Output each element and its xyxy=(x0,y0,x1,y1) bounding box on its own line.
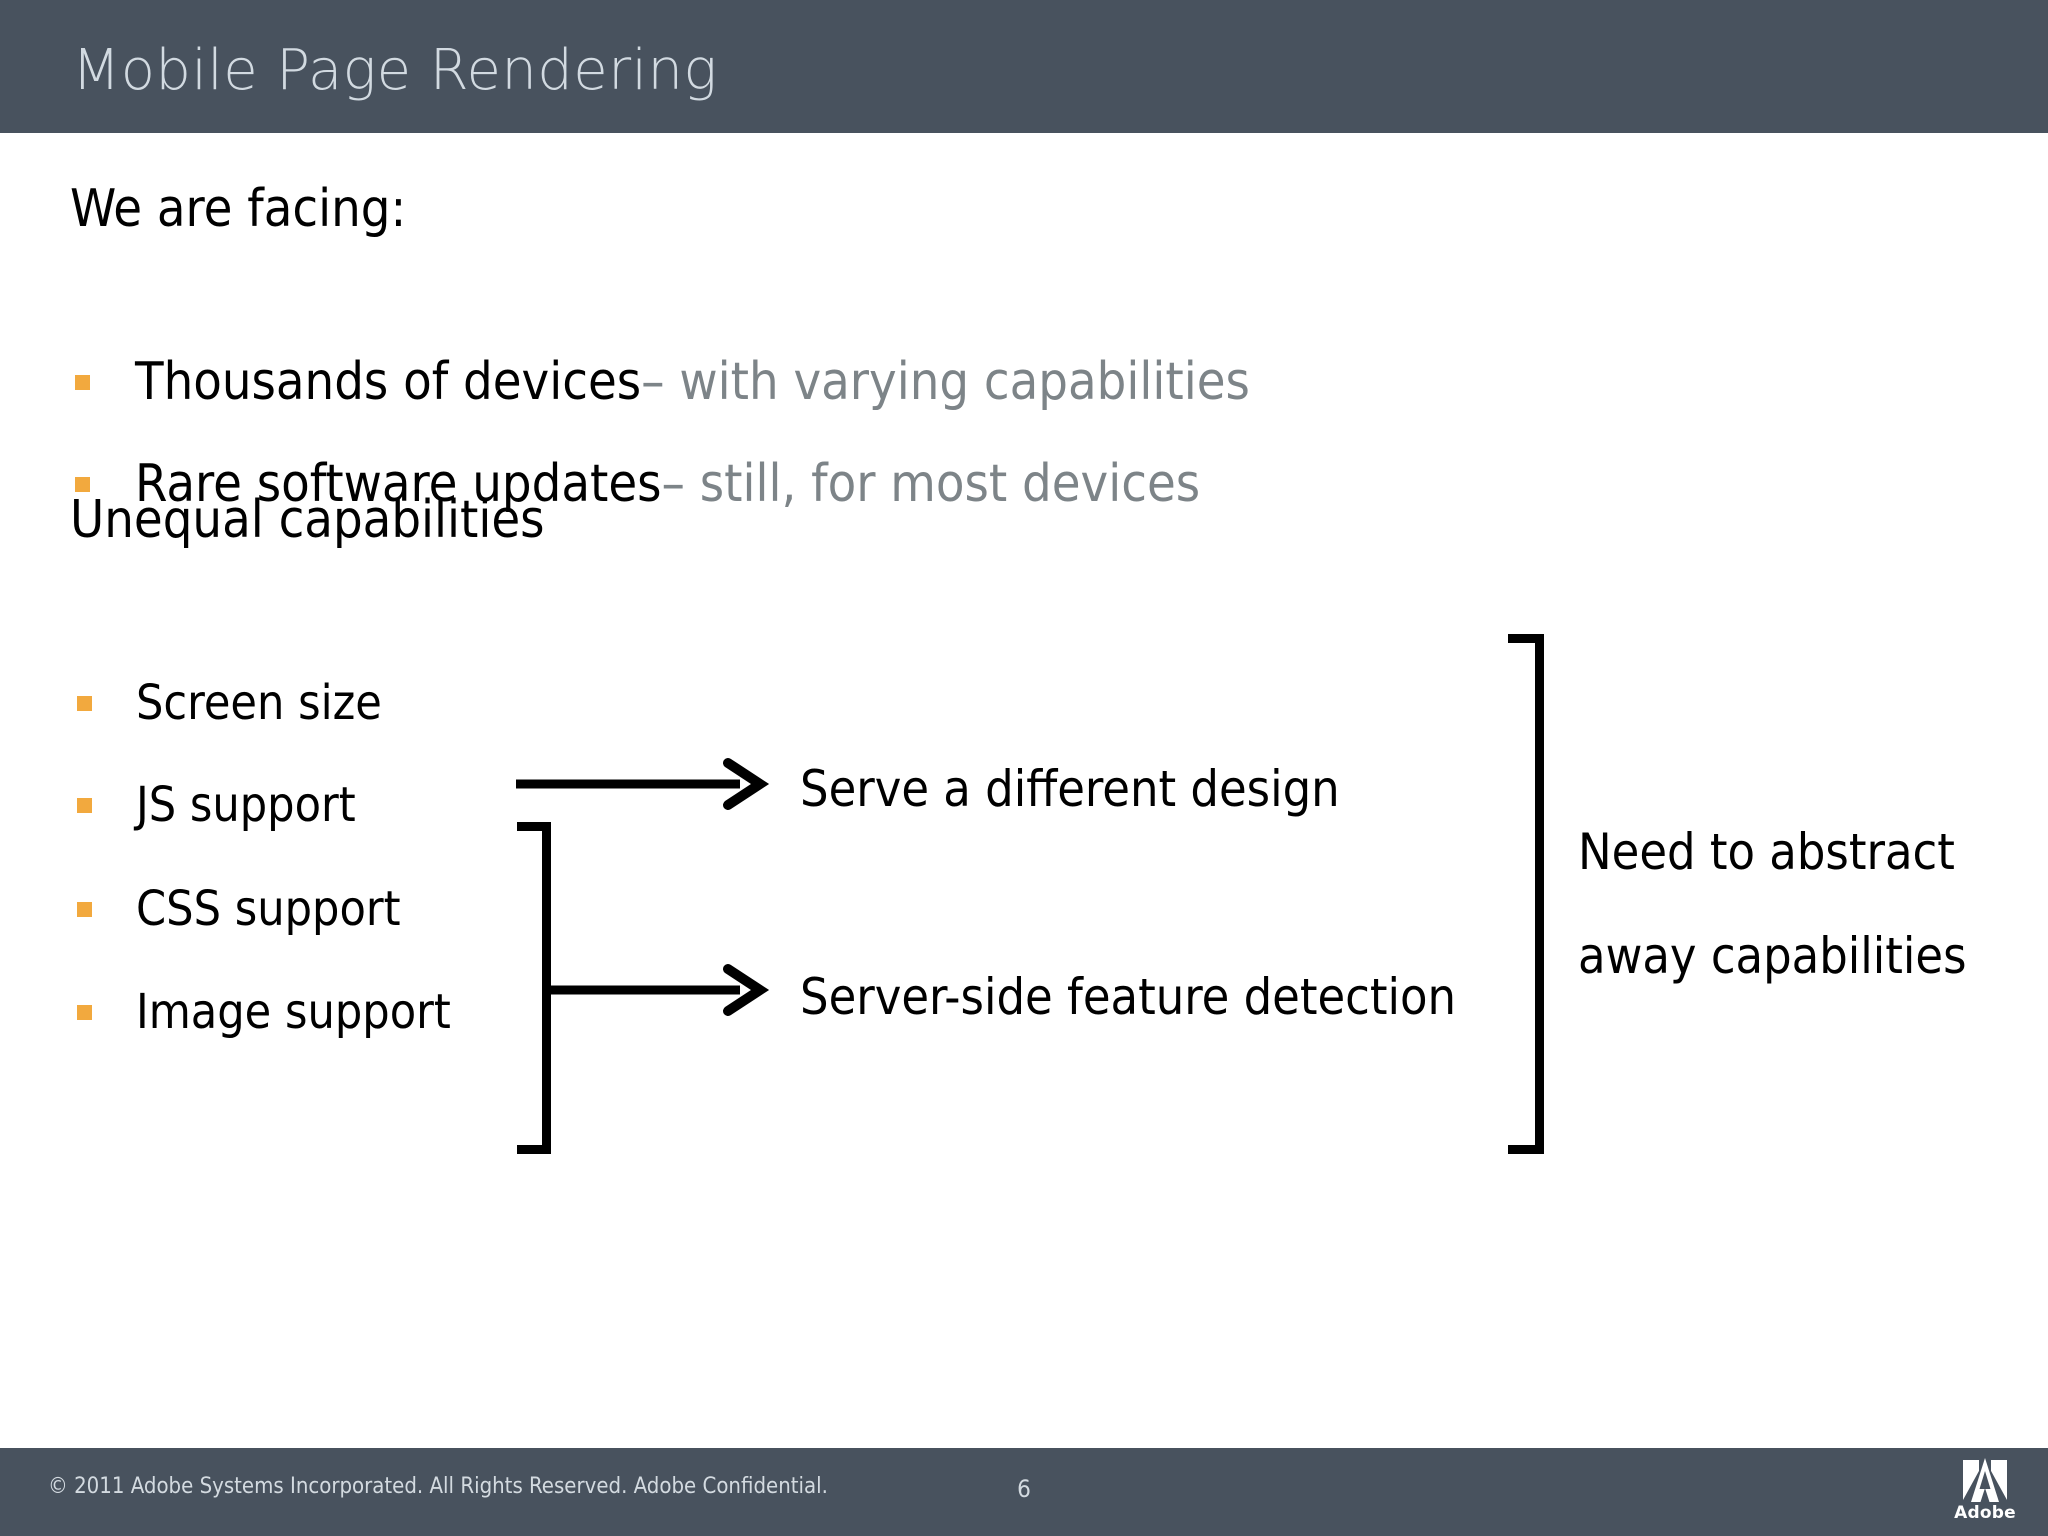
outcome-label: Server-side feature detection xyxy=(800,968,1457,1026)
group-bracket-right xyxy=(1508,634,1544,1154)
arrow-right-icon xyxy=(516,758,770,810)
conclusion-line-1: Need to abstract xyxy=(1578,823,1955,881)
slide-footer-bar: © 2011 Adobe Systems Incorporated. All R… xyxy=(0,1448,2048,1536)
square-bullet-icon xyxy=(77,695,92,711)
capability-label: JS support xyxy=(136,777,356,833)
list-item: CSS support xyxy=(77,881,401,937)
slide-header-bar: Mobile Page Rendering xyxy=(0,0,2048,133)
conclusion-line-2: away capabilities xyxy=(1578,927,1967,985)
bullet-strong-text: Thousands of devices xyxy=(135,352,642,412)
bullet-strong-text: Rare software updates xyxy=(135,454,662,514)
capability-label: Image support xyxy=(136,984,451,1040)
page-title: Mobile Page Rendering xyxy=(72,38,718,103)
square-bullet-icon xyxy=(77,1004,92,1020)
bullet-dim-text: – still, for most devices xyxy=(661,454,1201,514)
adobe-a-mark-icon xyxy=(1961,1458,2009,1502)
copyright-notice: © 2011 Adobe Systems Incorporated. All R… xyxy=(48,1474,828,1499)
square-bullet-icon xyxy=(75,374,90,390)
list-item: Rare software updates – still, for most … xyxy=(75,454,1200,514)
list-item: Screen size xyxy=(77,675,382,731)
square-bullet-icon xyxy=(75,476,90,492)
lead-statement: We are facing: xyxy=(70,179,407,239)
square-bullet-icon xyxy=(77,797,92,813)
outcome-label: Serve a different design xyxy=(800,760,1340,818)
adobe-wordmark: Adobe xyxy=(1954,1503,2016,1523)
capability-label: Screen size xyxy=(136,675,382,731)
adobe-logo: Adobe xyxy=(1948,1458,2022,1532)
section-heading: Unequal capabilities xyxy=(70,490,545,550)
arrow-right-icon xyxy=(542,964,770,1016)
conclusion-text: Need to abstract away capabilities xyxy=(1578,800,2008,1008)
capability-label: CSS support xyxy=(136,881,401,937)
bullet-dim-text: – with varying capabilities xyxy=(641,352,1250,412)
list-item: Thousands of devices – with varying capa… xyxy=(75,352,1250,412)
page-number: 6 xyxy=(1017,1475,1031,1503)
list-item: Image support xyxy=(77,984,451,1040)
list-item: JS support xyxy=(77,777,356,833)
square-bullet-icon xyxy=(77,901,92,917)
